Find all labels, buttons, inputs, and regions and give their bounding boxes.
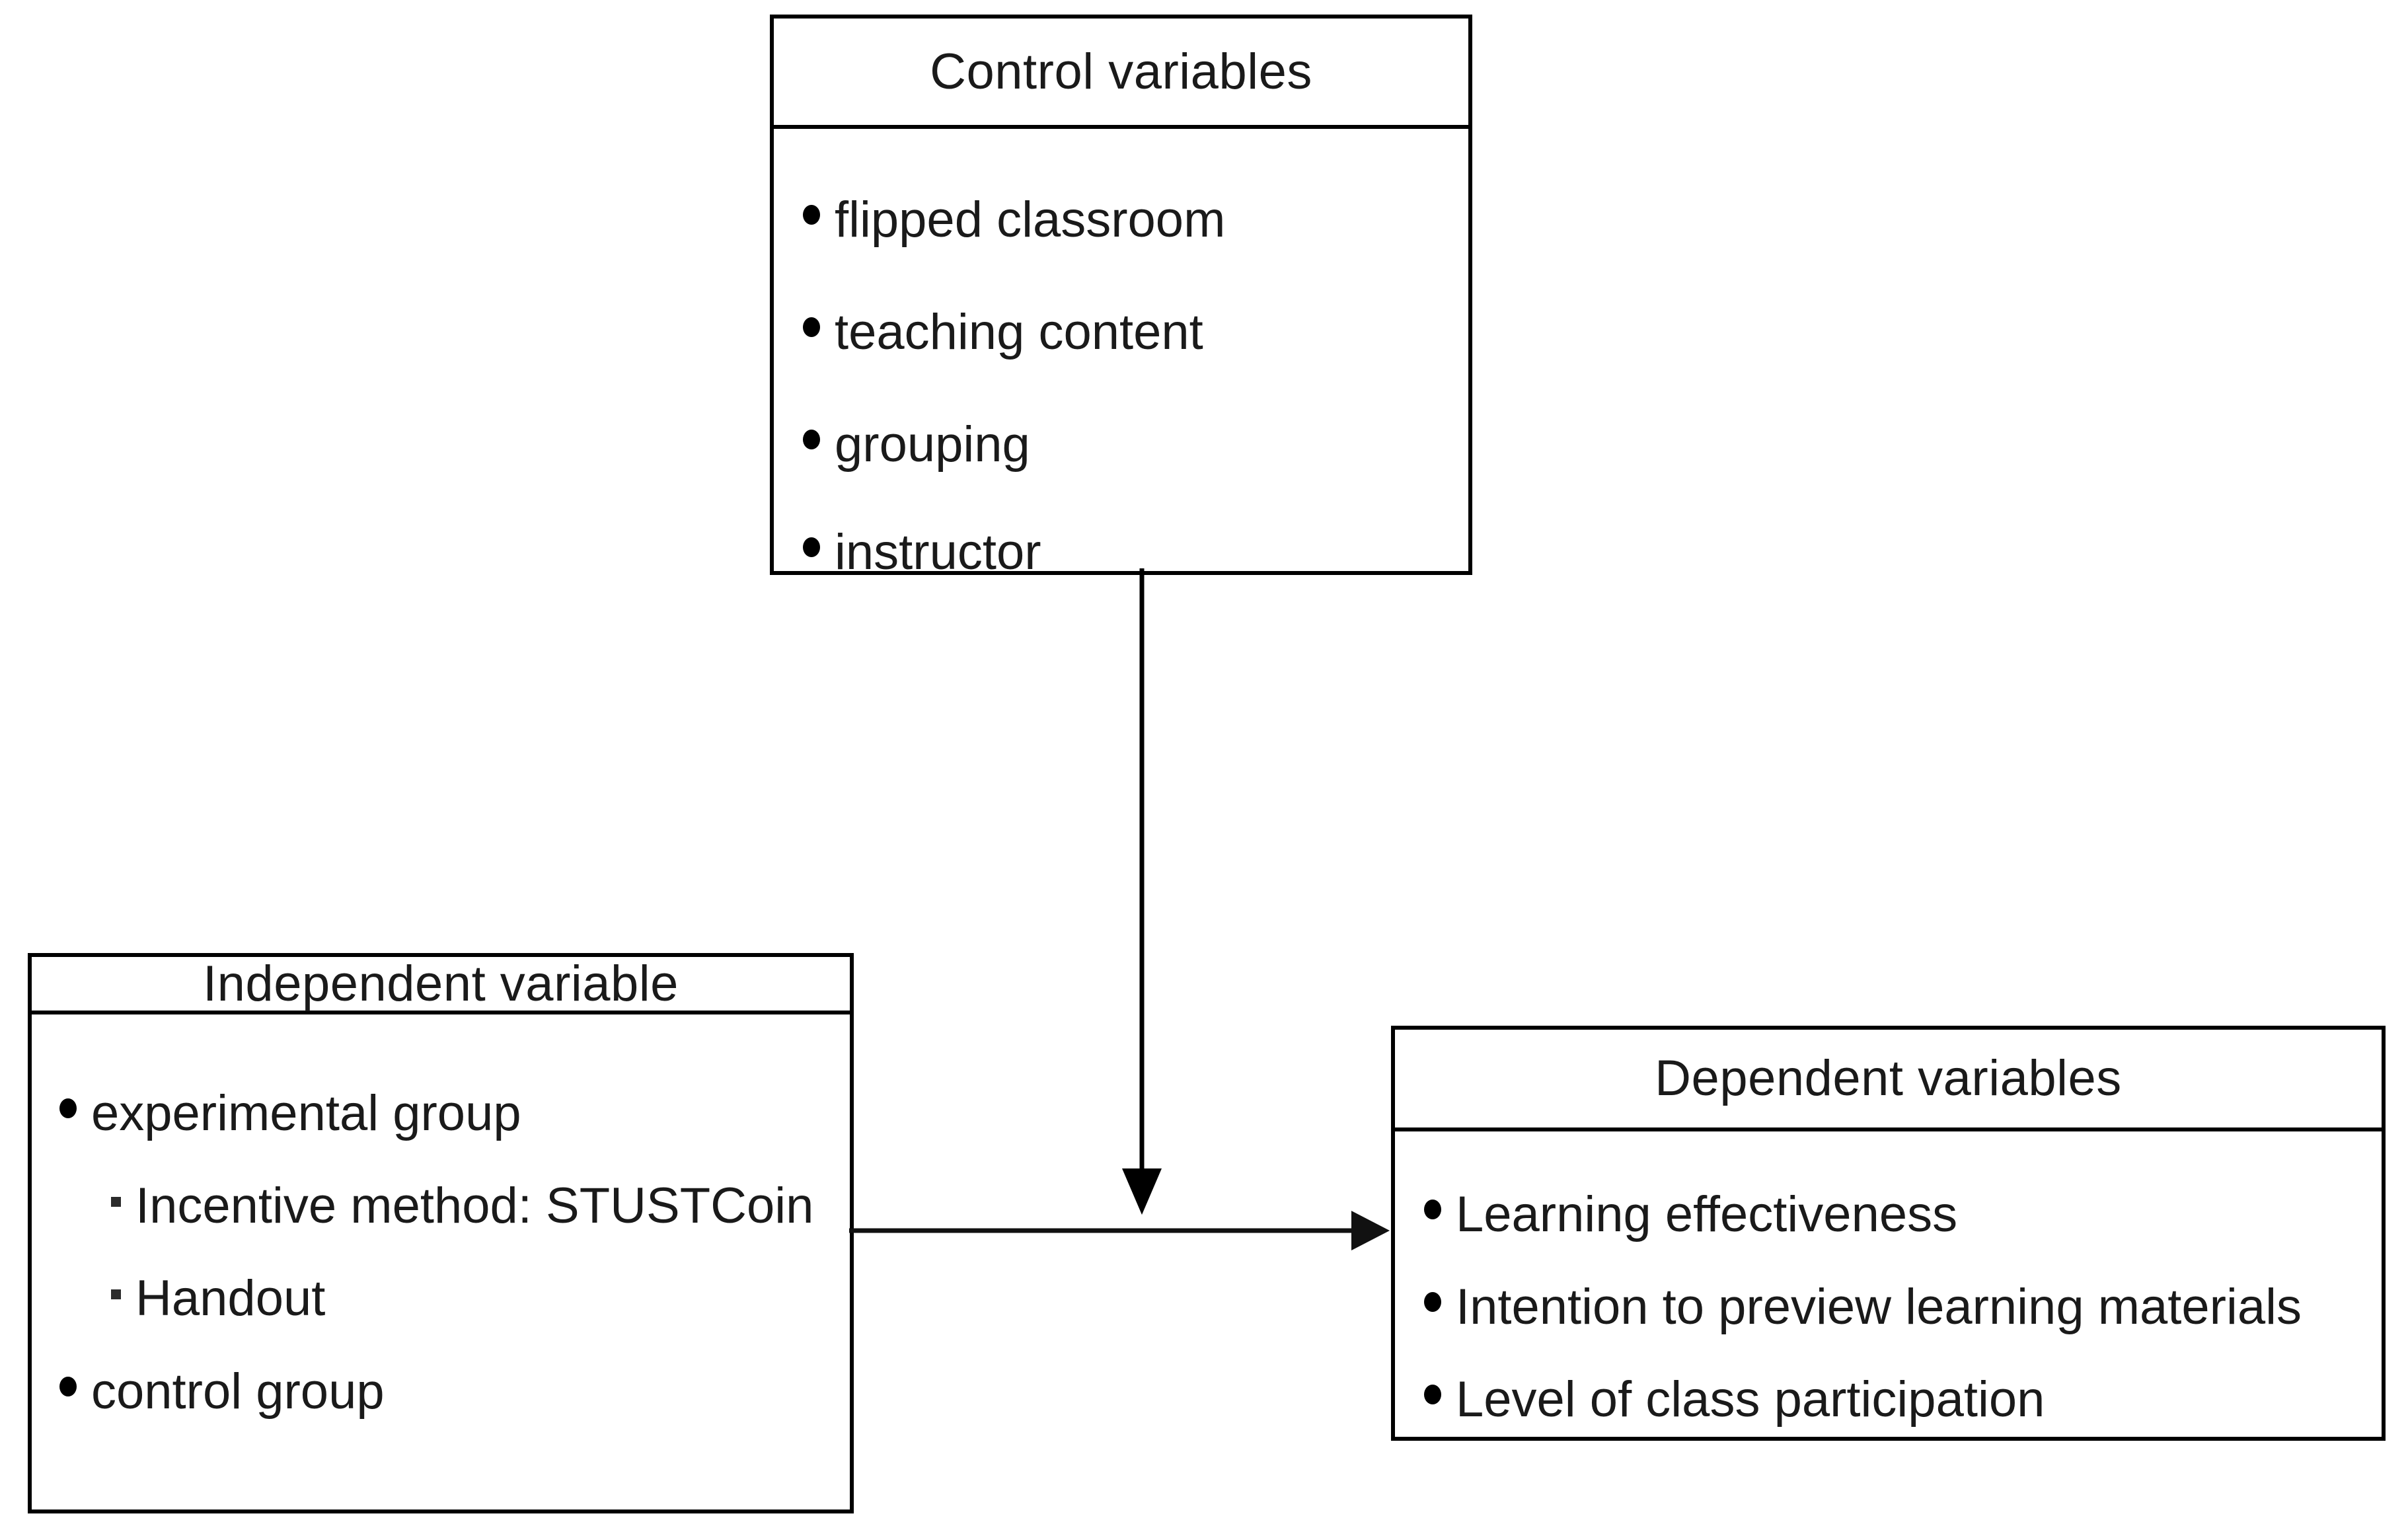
bullet-icon [1424, 1200, 1441, 1219]
bullet-icon [59, 1377, 77, 1396]
list-item-label: grouping [835, 416, 1030, 473]
list-item-label: control group [91, 1363, 385, 1420]
list-item-label: Handout [135, 1270, 326, 1326]
list-item: instructor [803, 527, 1041, 578]
list-item: Level of class participation [1424, 1375, 2045, 1425]
dependent-variables-body: Learning effectiveness Intention to prev… [1395, 1131, 2382, 1441]
independent-variable-header: Independent variable [32, 957, 850, 1014]
list-item-label: Incentive method: STUSTCoin [135, 1178, 814, 1234]
list-item: teaching content [803, 307, 1203, 358]
list-item-label: Intention to preview learning materials [1456, 1279, 2302, 1335]
dependent-variables-box: Dependent variables Learning effectivene… [1391, 1026, 2386, 1441]
bullet-icon [59, 1098, 77, 1118]
list-item-label: teaching content [835, 304, 1203, 360]
control-variables-header: Control variables [774, 19, 1468, 129]
dependent-variables-header: Dependent variables [1395, 1030, 2382, 1131]
bullet-icon [1424, 1385, 1441, 1404]
list-item: control group [59, 1367, 385, 1417]
independent-variable-box: Independent variable experimental group … [28, 953, 854, 1513]
bullet-icon [1424, 1292, 1441, 1312]
sub-bullet-icon [111, 1197, 121, 1207]
connector-control-to-center [1084, 568, 1203, 1229]
list-item: experimental group [59, 1089, 521, 1139]
list-item-label: experimental group [91, 1085, 521, 1141]
control-variables-body: flipped classroom teaching content group… [774, 129, 1468, 578]
bullet-icon [803, 430, 820, 449]
independent-variable-body: experimental group Incentive method: STU… [32, 1014, 850, 1513]
bullet-icon [803, 317, 820, 337]
list-item: grouping [803, 420, 1030, 470]
bullet-icon [803, 537, 820, 557]
sub-bullet-icon [111, 1289, 121, 1299]
list-item-label: flipped classroom [835, 192, 1226, 248]
list-item: flipped classroom [803, 195, 1225, 245]
list-item-label: Learning effectiveness [1456, 1186, 1958, 1242]
list-item: Learning effectiveness [1424, 1190, 1957, 1240]
list-item: Handout [111, 1274, 325, 1324]
connector-independent-to-dependent [849, 1196, 1398, 1269]
bullet-icon [803, 205, 820, 225]
control-variables-box: Control variables flipped classroom teac… [770, 15, 1472, 578]
list-item: Incentive method: STUSTCoin [111, 1181, 813, 1231]
list-item-label: instructor [835, 524, 1041, 580]
list-item: Intention to preview learning materials [1424, 1282, 2302, 1332]
list-item-label: Level of class participation [1456, 1371, 2045, 1428]
